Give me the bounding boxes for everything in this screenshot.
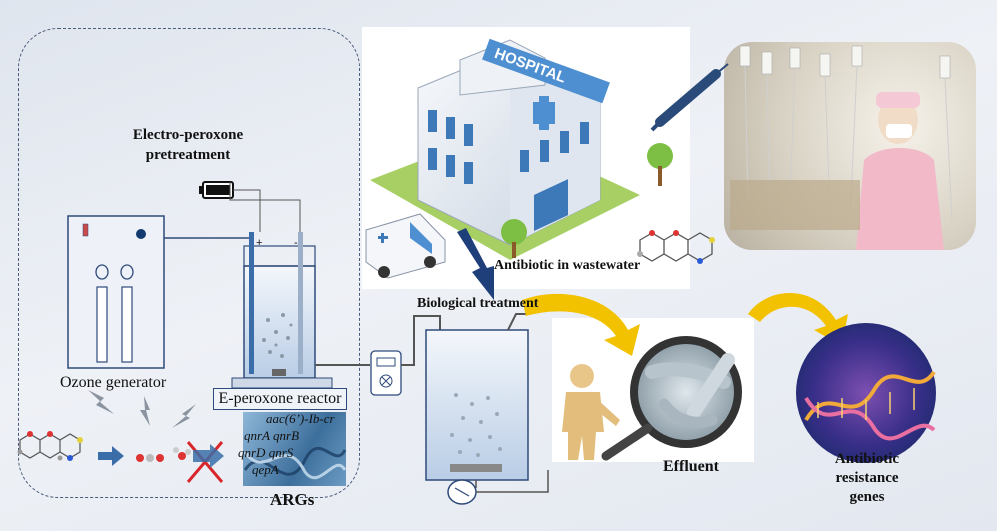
biological-tank <box>425 313 529 481</box>
reactor-label: E-peroxone reactor <box>213 388 347 410</box>
antibiotic-wastewater-label: Antibiotic in wastewater <box>494 258 641 273</box>
gene-list: aac(6’)-Ib-cr qnrA qnrB qnrD qnrS qepA <box>238 410 335 478</box>
person-figure-icon <box>562 364 620 460</box>
antibiotic-molecule-small-icon <box>17 431 83 461</box>
lightning-bolts <box>88 390 196 428</box>
minus-sign: - <box>294 237 298 249</box>
effluent-label: Effluent <box>663 458 719 475</box>
antibiotic-molecule-icon <box>637 230 715 264</box>
radical-molecule-icon <box>173 447 191 460</box>
gene-item: qnrA qnrB <box>244 428 300 443</box>
battery-icon <box>199 181 234 199</box>
effluent-magnifier-icon <box>601 336 742 461</box>
resistance-genes-label: Antibiotic resistance genes <box>834 451 900 505</box>
flow-arrow-yellow-1 <box>522 293 640 356</box>
ambulance-icon <box>365 213 446 279</box>
gene-item: qepA <box>252 462 279 477</box>
nurse-photo-content <box>730 45 953 250</box>
reaction-arrow <box>98 446 124 466</box>
pretreatment-frame <box>18 28 360 498</box>
syringe-icon <box>650 63 729 132</box>
ozone-generator <box>67 215 165 369</box>
args-label: ARGs <box>270 490 315 509</box>
hospital-illustration <box>370 38 673 260</box>
ozone-generator-label: Ozone generator <box>60 374 167 391</box>
flow-arrow-yellow-2 <box>748 293 848 346</box>
flow-meter <box>370 350 402 396</box>
e-peroxone-reactor <box>231 232 333 389</box>
flow-arrow-blue <box>457 228 494 300</box>
dna-resistance-icon <box>796 323 936 463</box>
ozone-gas-line <box>164 237 251 290</box>
biological-treatment-label: Biological treatment <box>417 296 539 311</box>
plus-sign: + <box>256 237 262 249</box>
ozone-molecule-icon <box>136 454 164 462</box>
gene-item: aac(6’)-Ib-cr <box>266 411 335 426</box>
gene-item: qnrD qnrS <box>238 445 294 460</box>
pump-icon <box>447 470 549 505</box>
pretreatment-title: Electro-peroxone pretreatment <box>132 127 244 163</box>
dna-helix-icon <box>243 446 347 480</box>
